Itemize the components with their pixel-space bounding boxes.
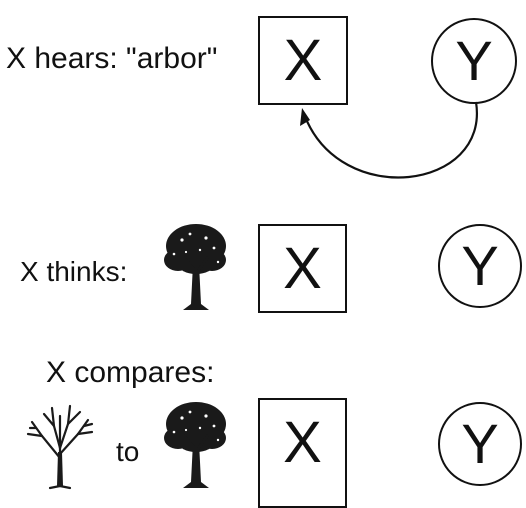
row3-circle-y: Y bbox=[438, 402, 522, 486]
diagram: X hears: "arbor" X Y X thinks: bbox=[6, 16, 522, 508]
row1-circle-letter: Y bbox=[455, 29, 493, 92]
row2-circle-letter: Y bbox=[461, 234, 499, 297]
leafy-tree-icon bbox=[164, 402, 226, 488]
row2-box-letter: X bbox=[283, 235, 322, 301]
row1-box-letter: X bbox=[283, 27, 323, 93]
row3-box-x: X bbox=[258, 398, 347, 508]
row1-label: X hears: "arbor" bbox=[6, 42, 218, 75]
row1-box-x: X bbox=[258, 16, 348, 105]
curved-arrow-icon bbox=[300, 101, 478, 179]
row1-circle-y: Y bbox=[431, 18, 517, 104]
row3-box-letter: X bbox=[283, 410, 322, 475]
row3-label: X compares: bbox=[46, 356, 215, 389]
row3-connector: to bbox=[116, 436, 140, 467]
row2-box-x: X bbox=[258, 224, 347, 313]
row3-circle-letter: Y bbox=[461, 412, 499, 475]
row2-circle-y: Y bbox=[438, 224, 522, 308]
leafy-tree-icon bbox=[164, 224, 226, 310]
row2-label: X thinks: bbox=[20, 256, 128, 287]
bare-tree-icon bbox=[26, 404, 94, 490]
